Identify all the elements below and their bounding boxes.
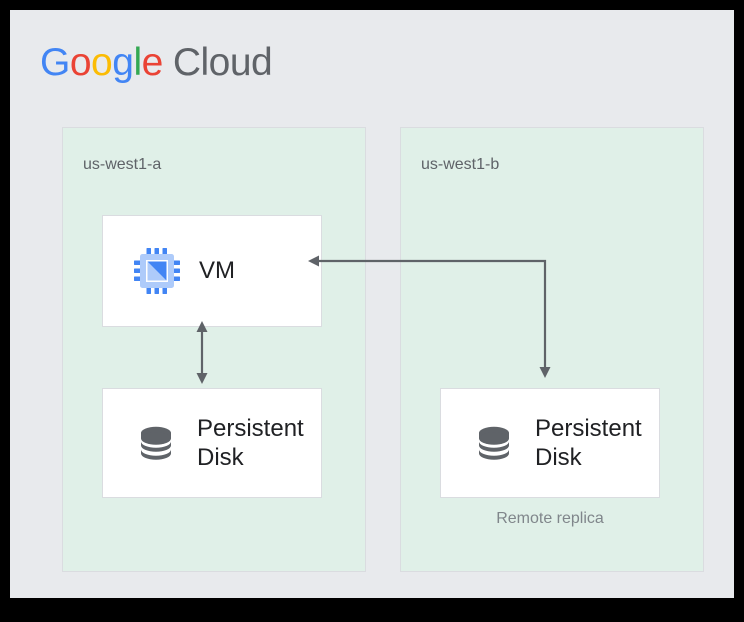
remote-replica-caption: Remote replica — [496, 510, 604, 527]
google-wordmark: Google — [40, 40, 163, 86]
logo-letter-o1: o — [69, 41, 92, 84]
logo-letter-l: l — [133, 41, 142, 84]
logo-letter-e: e — [141, 41, 164, 84]
logo-letter-g2: g — [112, 41, 134, 84]
google-cloud-logo: Google Cloud — [40, 40, 273, 86]
logo-letter-g1: G — [40, 41, 70, 84]
zone-b-label: us-west1-b — [421, 156, 500, 173]
vm-label: VM — [199, 257, 235, 285]
node-persistent-disk-primary[interactable]: Persistent Disk — [102, 388, 322, 498]
logo-letter-o2: o — [91, 41, 113, 84]
cloud-wordmark: Cloud — [172, 41, 273, 84]
persistent-disk-icon — [479, 426, 509, 460]
node-vm[interactable]: VM — [102, 215, 322, 327]
cpu-chip-icon — [134, 248, 180, 294]
zone-us-west1-a: us-west1-a — [62, 127, 366, 572]
node-persistent-disk-replica[interactable]: Persistent Disk — [440, 388, 660, 498]
persistent-disk-replica-label: Persistent Disk — [535, 414, 642, 471]
zone-a-label: us-west1-a — [83, 156, 162, 173]
persistent-disk-primary-label: Persistent Disk — [197, 414, 304, 471]
zone-us-west1-b: us-west1-b — [400, 127, 704, 572]
diagram-page: Google Cloud us-west1-a us-west1-b — [10, 10, 734, 598]
persistent-disk-icon — [141, 426, 171, 460]
